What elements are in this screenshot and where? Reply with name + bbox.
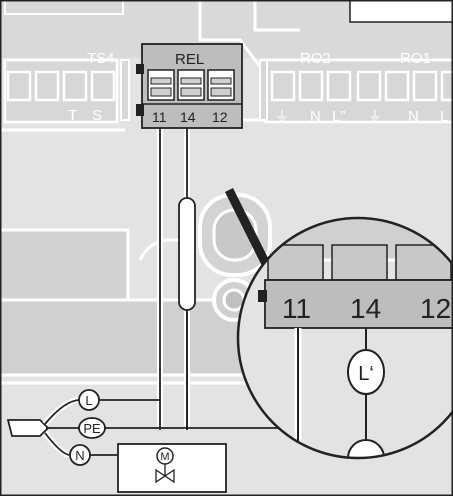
wire-neutral bbox=[44, 432, 71, 456]
ts4-slot bbox=[90, 70, 116, 102]
ro-side-lip bbox=[259, 59, 268, 121]
ro-slot bbox=[412, 70, 438, 102]
ro1-pin-label: N bbox=[408, 108, 419, 125]
rel-pin-label: 11 bbox=[152, 109, 167, 125]
zoom-connector bbox=[347, 439, 385, 458]
rel-pin-label: 14 bbox=[180, 109, 196, 125]
ro-slot bbox=[384, 70, 410, 102]
ro2-pin-label: N bbox=[310, 108, 321, 125]
ro2-label: RO2 bbox=[300, 50, 331, 67]
mains-cable: L PE N bbox=[6, 389, 300, 466]
zoom-detail: 11 14 12 L‘ bbox=[236, 216, 453, 460]
ro1-pin-label: L bbox=[440, 108, 448, 125]
ro-slot bbox=[270, 70, 296, 102]
ts4-side-lip bbox=[120, 59, 130, 121]
valve-icon bbox=[155, 468, 167, 484]
housing-ridge-top bbox=[198, 0, 272, 81]
rel-latch bbox=[136, 104, 144, 116]
rel-label: REL bbox=[175, 51, 204, 68]
earth-marker bbox=[78, 417, 106, 439]
cable-sheath bbox=[6, 419, 50, 437]
ts4-terminal-block: TS4 T S bbox=[3, 50, 130, 124]
ro-terminal-block: RO2 RO1 ⏚ N L” ⏚ N L bbox=[259, 50, 453, 125]
zoom-pointer bbox=[225, 188, 278, 282]
housing-ridge-left bbox=[4, 0, 124, 15]
neutral-marker bbox=[69, 444, 91, 466]
zoom-pin-label: 14 bbox=[350, 293, 381, 324]
rel-slot bbox=[207, 69, 235, 101]
ts4-slot bbox=[62, 70, 88, 102]
rel-latch bbox=[136, 64, 144, 74]
ro1-label: RO1 bbox=[400, 50, 431, 67]
ts4-pin-label: S bbox=[92, 107, 102, 124]
ro-slot bbox=[356, 70, 382, 102]
zoom-pin-label: 11 bbox=[282, 293, 311, 324]
rel-slot bbox=[147, 69, 175, 101]
ground-symbol: ⏚ bbox=[275, 108, 289, 124]
zoom-load-label: L‘ bbox=[358, 363, 374, 385]
zoom-terminal-strip bbox=[264, 279, 453, 329]
rel-terminal-block: REL 11 14 12 bbox=[136, 43, 243, 129]
housing-ridge-top-2 bbox=[253, 0, 300, 32]
top-right-plate bbox=[349, 0, 453, 23]
live-marker bbox=[78, 389, 100, 411]
ts4-slot bbox=[34, 70, 60, 102]
ts4-label: TS4 bbox=[87, 50, 115, 67]
zoom-pin-label: 12 bbox=[420, 293, 451, 324]
ro-slot bbox=[440, 70, 453, 102]
zoom-ring bbox=[236, 216, 453, 460]
live-label: L bbox=[85, 393, 92, 408]
ro-slot bbox=[326, 70, 352, 102]
motor-label: M bbox=[160, 451, 169, 463]
ground-symbol: ⏚ bbox=[368, 108, 382, 124]
ts4-body bbox=[3, 58, 119, 124]
ro2-pin-label: L” bbox=[332, 108, 345, 125]
neutral-label: N bbox=[75, 448, 84, 463]
ts4-pin-label: T bbox=[68, 107, 77, 124]
wire-live bbox=[44, 399, 81, 425]
earth-label: PE bbox=[83, 421, 101, 436]
rel-pin-label: 12 bbox=[212, 109, 228, 125]
ts4-slot bbox=[6, 70, 32, 102]
actuator: M bbox=[117, 443, 227, 493]
rel-slot bbox=[177, 69, 205, 101]
rel-wires bbox=[157, 126, 196, 430]
housing-curve bbox=[138, 238, 185, 261]
ro-slot bbox=[298, 70, 324, 102]
wire-load-element bbox=[178, 197, 196, 311]
